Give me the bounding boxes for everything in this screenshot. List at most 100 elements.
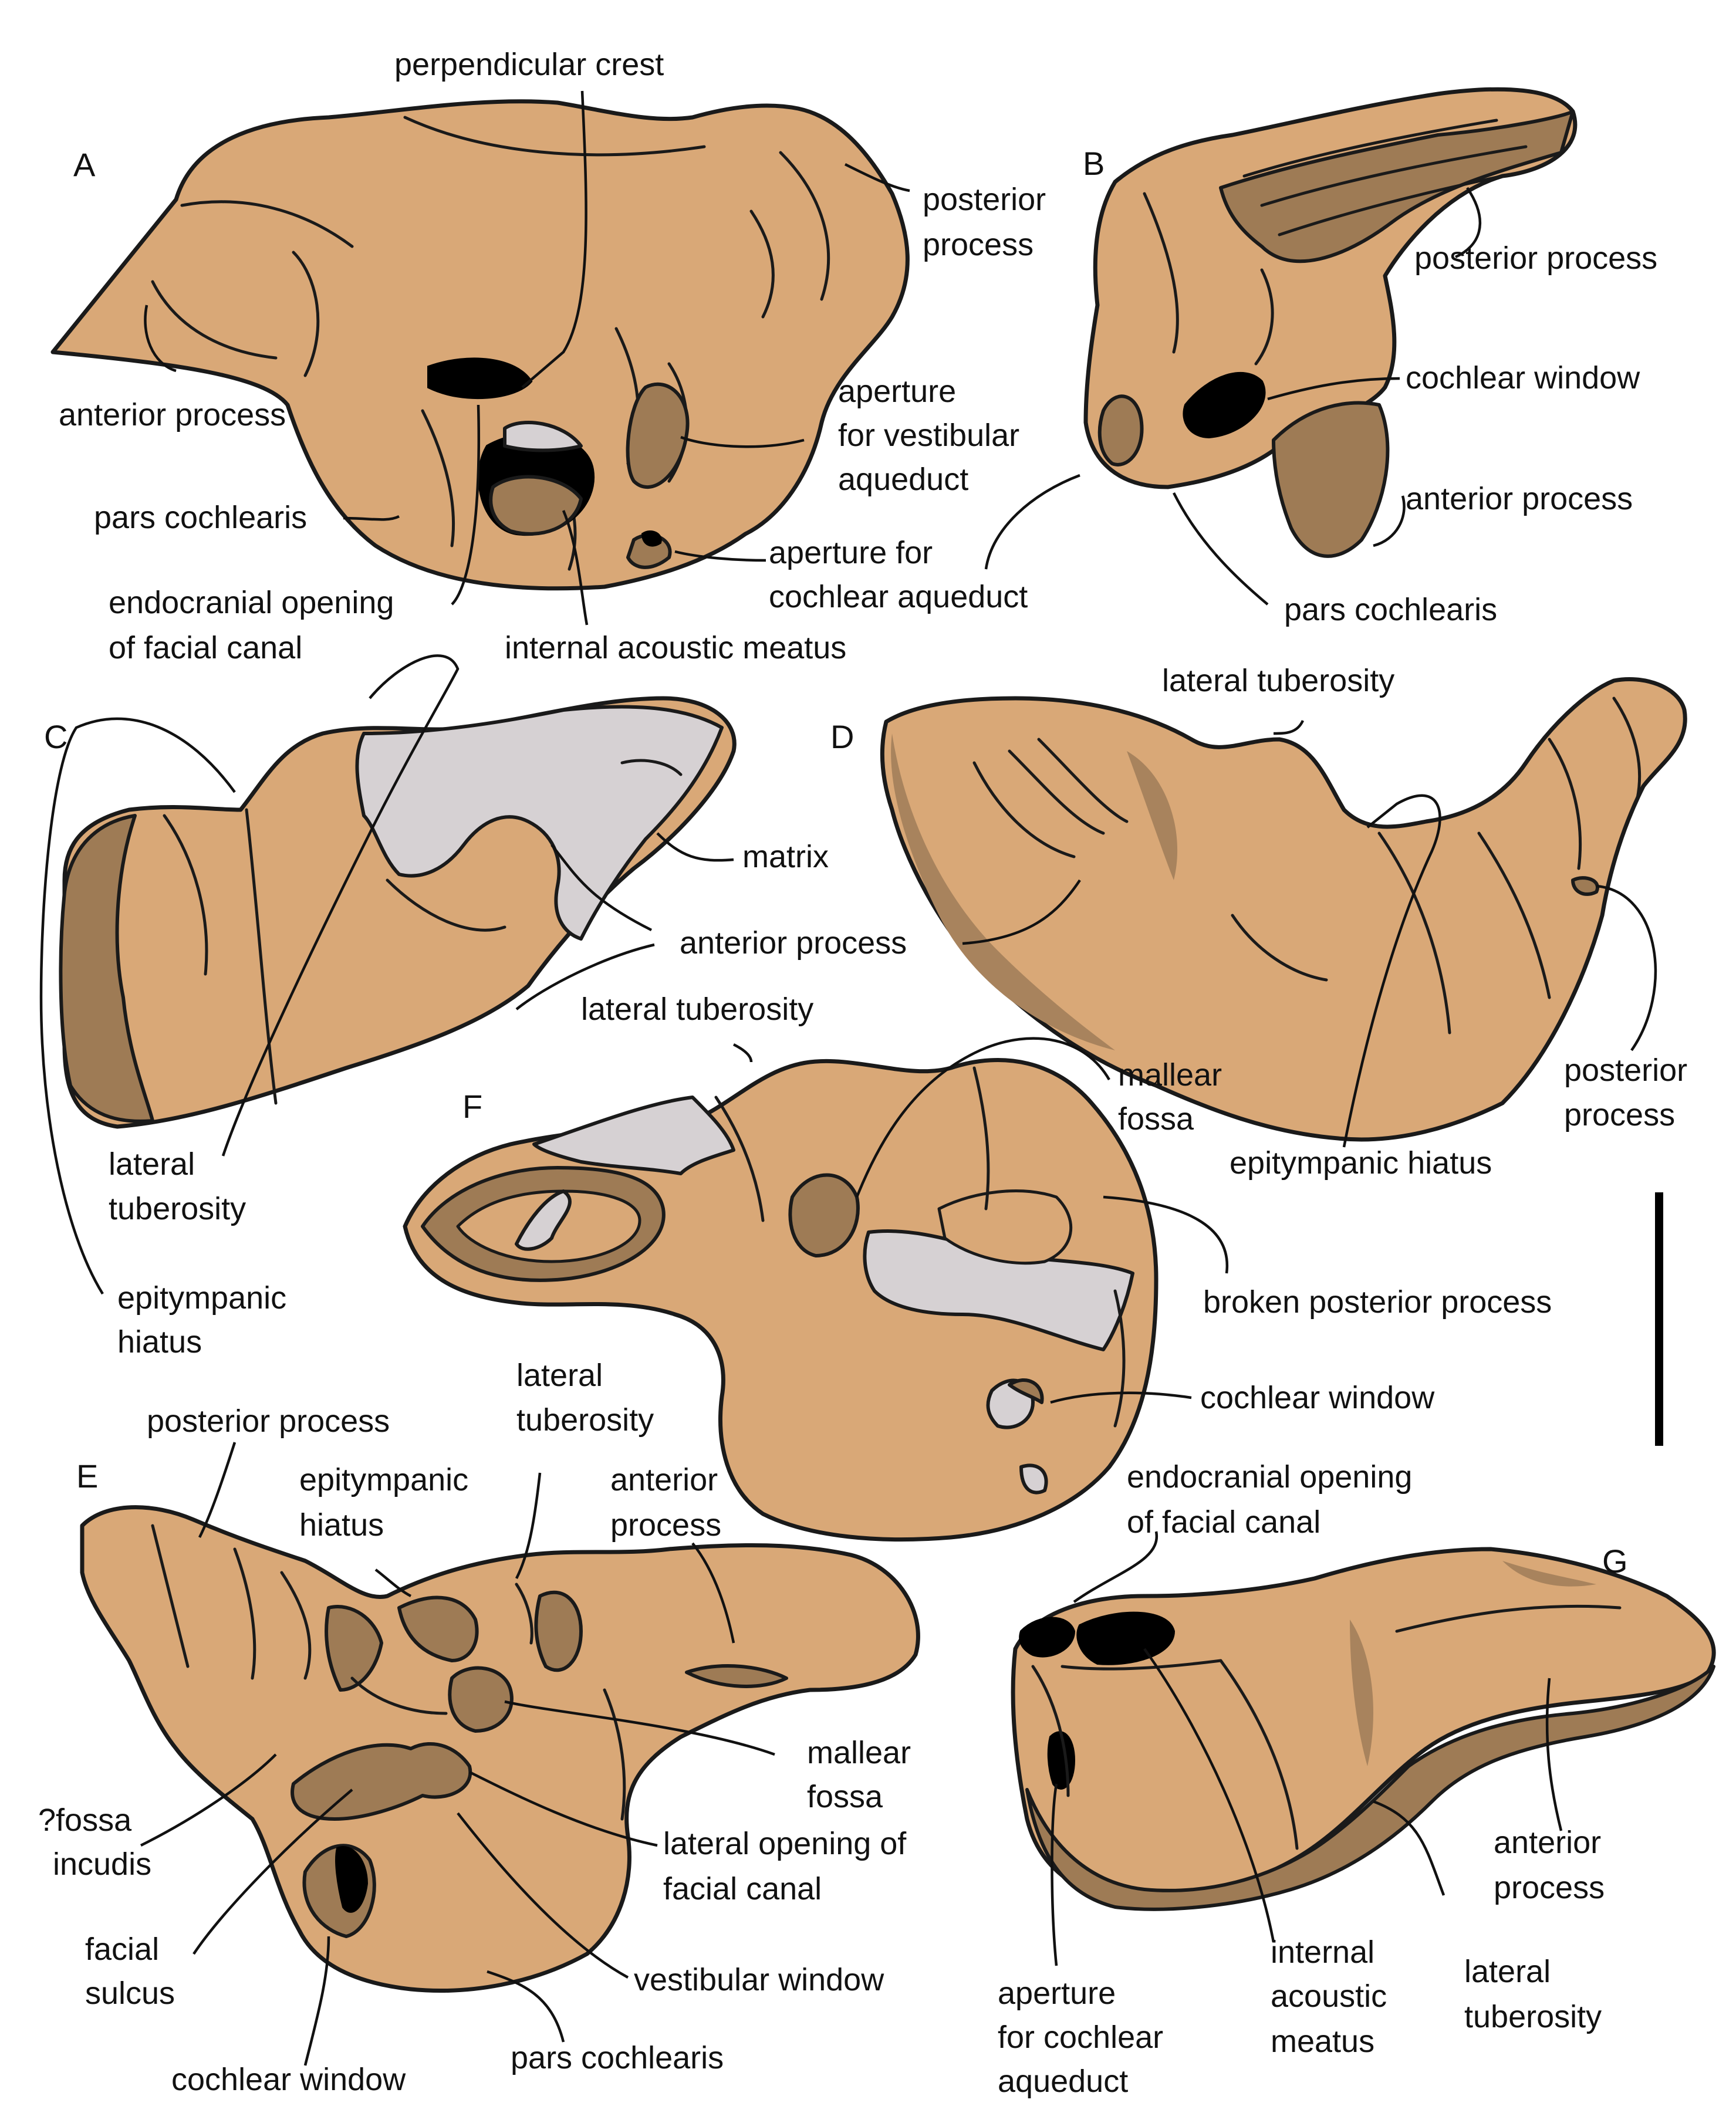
label-g-aperture-cochlear-2: for cochlear <box>998 2020 1163 2055</box>
panel-g-internal-meatus <box>1076 1611 1176 1665</box>
label-a-aperture-vestibular-2: for vestibular <box>838 418 1019 453</box>
panel-letter-c: C <box>44 718 67 755</box>
label-a-posterior-process-1: posterior <box>923 182 1046 217</box>
panel-f-mallear-fossa <box>788 1173 860 1257</box>
label-a-perpendicular-crest: perpendicular crest <box>394 47 664 82</box>
label-a-aperture-cochlear-1: aperture for <box>769 535 933 570</box>
label-a-endocranial-2: of facial canal <box>109 630 302 665</box>
label-a-endocranial-1: endocranial opening <box>109 585 394 620</box>
panel-letter-d: D <box>830 718 854 755</box>
label-c-epitympanic-hiatus-2: hiatus <box>117 1324 202 1360</box>
label-e-pars-cochlearis: pars cochlearis <box>511 2040 724 2075</box>
panel-d-shadow <box>891 733 1115 1050</box>
panel-b-cochlear-window <box>1183 372 1266 439</box>
label-e-facial-sulcus-1: facial <box>85 1932 159 1967</box>
panel-e-posterior-shadow <box>325 1605 383 1692</box>
label-d-posterior-process-1: posterior <box>1564 1053 1687 1088</box>
label-a-pars-cochlearis: pars cochlearis <box>94 500 307 535</box>
label-g-aperture-cochlear-3: aqueduct <box>998 2064 1128 2099</box>
label-g-endocranial-2: of facial canal <box>1127 1505 1320 1540</box>
panel-c-matrix <box>355 705 724 941</box>
panel-e-facial-sulcus <box>291 1742 472 1821</box>
label-a-aperture-cochlear-2: cochlear aqueduct <box>769 579 1028 614</box>
label-e-anterior-process-1: anterior <box>610 1462 718 1497</box>
panel-e-bone <box>80 1505 920 1993</box>
label-d-posterior-process-2: process <box>1564 1097 1675 1132</box>
panel-letter-b: B <box>1083 145 1105 182</box>
panel-f-anterior-matrix-spot <box>515 1189 572 1251</box>
label-g-lateral-tuberosity-1: lateral <box>1464 1954 1551 1989</box>
panel-d <box>880 677 1687 1142</box>
label-a-aperture-vestibular-3: aqueduct <box>838 462 968 497</box>
label-g-lateral-tuberosity-2: tuberosity <box>1464 1999 1602 2034</box>
label-f-cochlear-window: cochlear window <box>1200 1380 1435 1415</box>
label-a-posterior-process-2: process <box>923 227 1034 262</box>
label-g-endocranial-1: endocranial opening <box>1127 1459 1412 1495</box>
panel-e-anterior-groove <box>685 1664 788 1688</box>
panel-a-vestibular-aperture <box>626 382 690 489</box>
panel-f <box>403 1058 1159 1542</box>
panel-letter-a: A <box>73 146 96 183</box>
panel-b-anterior-process <box>1272 401 1390 558</box>
label-g-anterior-process-2: process <box>1494 1870 1605 1905</box>
panel-e-hiatus-shadow <box>397 1595 479 1662</box>
label-c-lateral-tuberosity-2: tuberosity <box>109 1191 246 1226</box>
panel-letter-e: E <box>76 1458 98 1495</box>
leader-lines <box>39 90 1657 2066</box>
panel-a-meatus-floor <box>489 475 583 536</box>
panel-f-upper-matrix <box>532 1096 735 1175</box>
label-a-anterior-process: anterior process <box>59 397 286 432</box>
label-e-vestibular-window: vestibular window <box>634 1962 884 1997</box>
label-f-mallear-fossa-1: mallear <box>1118 1057 1222 1093</box>
label-c-lateral-tuberosity-1: lateral <box>109 1147 195 1182</box>
label-b-anterior-process: anterior process <box>1406 481 1633 516</box>
label-d-epitympanic-hiatus: epitympanic hiatus <box>1230 1145 1492 1181</box>
label-c-matrix: matrix <box>742 839 829 874</box>
panel-a <box>50 99 910 591</box>
label-b-posterior-process: posterior process <box>1414 241 1657 276</box>
label-c-anterior-process: anterior process <box>680 925 907 961</box>
panel-e-tuberosity-shadow <box>534 1590 583 1672</box>
panel-e <box>80 1505 920 1993</box>
label-g-anterior-process-1: anterior <box>1494 1825 1601 1860</box>
panel-b <box>1083 87 1578 558</box>
label-e-fossa-incudis-2: incudis <box>53 1847 151 1882</box>
label-e-epitympanic-hiatus-1: epitympanic <box>299 1462 468 1497</box>
label-e-mallear-fossa-1: mallear <box>807 1735 911 1770</box>
scale-bar <box>1655 1192 1663 1446</box>
panel-c <box>59 696 737 1129</box>
panel-g-facial-canal-opening <box>1019 1617 1076 1658</box>
panel-e-mallear-fossa <box>448 1666 514 1733</box>
panel-b-pars-cochlearis-opening <box>1097 394 1144 466</box>
label-f-mallear-fossa-2: fossa <box>1118 1101 1194 1137</box>
label-e-fossa-incudis-1: ?fossa <box>38 1803 132 1838</box>
label-c-epitympanic-hiatus-1: epitympanic <box>117 1280 286 1316</box>
label-e-facial-sulcus-2: sulcus <box>85 1976 175 2011</box>
label-g-internal-acoustic-2: acoustic <box>1271 1979 1387 2014</box>
label-g-aperture-cochlear-1: aperture <box>998 1976 1116 2011</box>
label-e-lateral-tuberosity-1: lateral <box>516 1358 603 1393</box>
panel-d-bone <box>880 677 1687 1142</box>
label-b-cochlear-window: cochlear window <box>1406 360 1640 395</box>
panel-a-bone <box>50 99 910 591</box>
label-e-lateral-opening-2: facial canal <box>663 1871 822 1906</box>
panel-e-cochlear-window-opening <box>335 1846 369 1913</box>
label-e-cochlear-window: cochlear window <box>171 2062 406 2097</box>
panel-letter-f: F <box>462 1088 482 1125</box>
label-e-lateral-tuberosity-2: tuberosity <box>516 1402 654 1438</box>
label-g-internal-acoustic-3: meatus <box>1271 2024 1374 2059</box>
label-g-internal-acoustic-1: internal <box>1271 1935 1374 1970</box>
label-e-anterior-process-2: process <box>610 1507 721 1543</box>
label-e-mallear-fossa-2: fossa <box>807 1779 883 1814</box>
panel-c-end-face <box>59 814 154 1123</box>
label-a-aperture-vestibular-1: aperture <box>838 374 956 409</box>
label-b-pars-cochlearis: pars cochlearis <box>1284 592 1497 627</box>
panel-d-small-hollow <box>1571 876 1599 896</box>
panel-g <box>1011 1547 1716 1911</box>
panel-letter-g: G <box>1602 1543 1628 1580</box>
label-e-epitympanic-hiatus-2: hiatus <box>299 1507 384 1543</box>
label-f-broken-posterior-process: broken posterior process <box>1203 1284 1552 1320</box>
label-e-lateral-opening-1: lateral opening of <box>663 1826 907 1861</box>
label-d-lateral-tuberosity: lateral tuberosity <box>1162 663 1394 698</box>
